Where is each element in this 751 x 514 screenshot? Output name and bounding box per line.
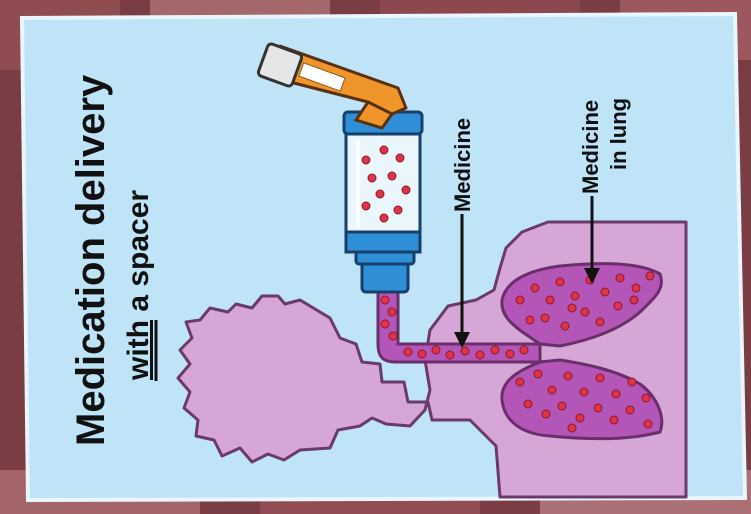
spacer-mouthpiece	[356, 250, 414, 292]
medicine-in-lung-label-line1: Medicine	[578, 100, 603, 194]
title-line2-underlined: with	[122, 320, 155, 381]
medicine-in-lung-label-line2: in lung	[606, 98, 631, 170]
title-line1: Medication delivery	[69, 74, 113, 446]
medicine-label: Medicine	[450, 118, 475, 212]
title-line2: with a spacer	[122, 190, 156, 381]
title-line2-suffix: a spacer	[122, 190, 155, 320]
svg-text:with a spacer: with a spacer	[122, 190, 155, 381]
spacer-chamber	[344, 112, 422, 252]
